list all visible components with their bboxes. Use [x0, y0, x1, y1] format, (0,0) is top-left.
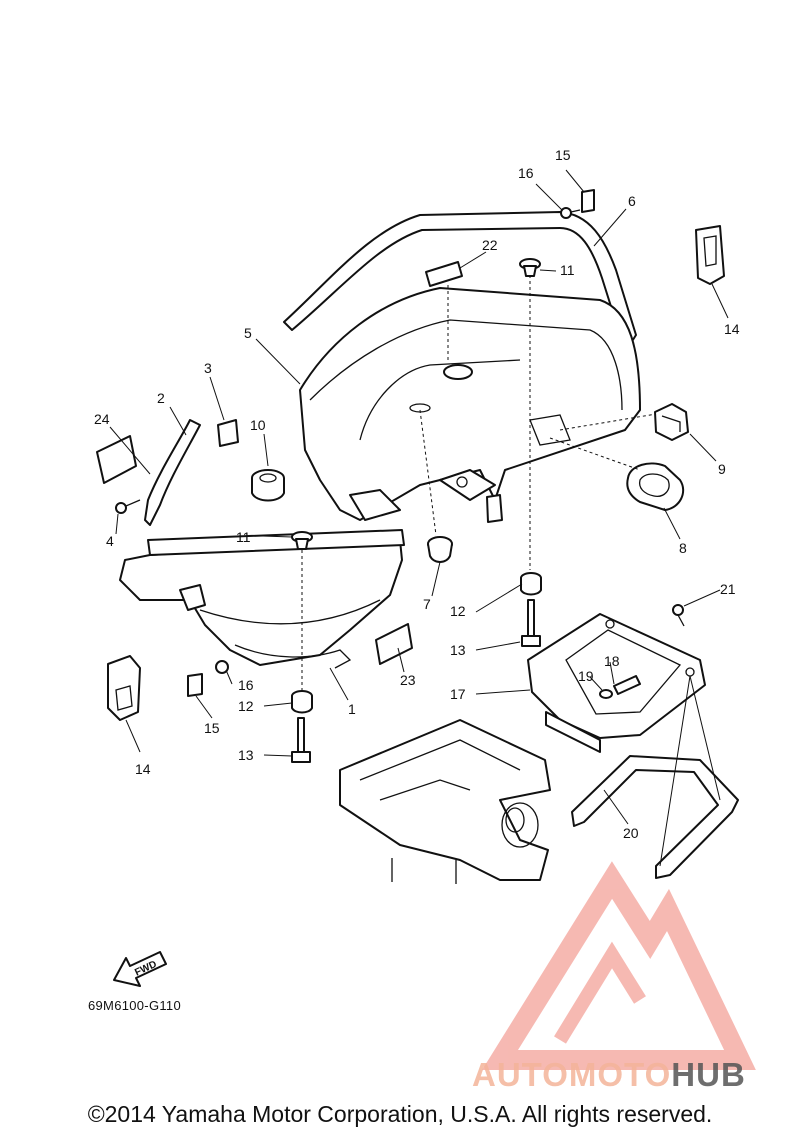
- callout-12-left: 12: [238, 698, 254, 714]
- watermark-text-part2: HUB: [671, 1056, 746, 1093]
- callout-16-right: 16: [518, 165, 534, 181]
- callout-14-right: 14: [724, 321, 740, 337]
- callout-15-right: 15: [555, 147, 571, 163]
- callout-19: 19: [578, 668, 594, 684]
- part-8-seal: [626, 462, 685, 511]
- part-15-clip-right: [581, 189, 595, 213]
- part-9-seal: [654, 403, 689, 441]
- callout-11-left: 11: [236, 529, 251, 545]
- part-5-cowling-shell: [299, 287, 641, 523]
- part-22-decal: [425, 261, 463, 287]
- diagram-code: 69M6100-G110: [88, 998, 181, 1013]
- part-15-clip-left: [187, 673, 203, 697]
- part-1-lower-cowling: [119, 539, 403, 669]
- part-13-bolt-right: [521, 599, 541, 647]
- callout-23: 23: [400, 672, 416, 688]
- callout-24: 24: [94, 411, 110, 427]
- callout-1: 1: [348, 701, 356, 717]
- part-18-bolt: [613, 675, 641, 695]
- part-4-screw: [115, 499, 141, 514]
- part-24-decal: [96, 435, 137, 484]
- part-7-grommet: [427, 536, 453, 563]
- watermark-text-part1: AUTOMOTO: [472, 1056, 672, 1093]
- leader-lines: [109, 169, 729, 825]
- part-10-grommet: [251, 469, 285, 502]
- part-19-washer: [599, 689, 613, 699]
- part-3-clip: [209, 376, 239, 447]
- part-17-plate: [527, 613, 706, 753]
- part-2-front-seal: [144, 419, 405, 556]
- part-12-mount-left: [291, 690, 313, 714]
- fwd-arrow-icon: FWD: [113, 951, 167, 987]
- engine-mount-base: [339, 719, 551, 884]
- part-14-hook-right: [695, 225, 725, 285]
- watermark-text: AUTOMOTOHUB: [472, 1056, 746, 1094]
- part-20-bracket: [571, 755, 739, 879]
- callout-22: 22: [482, 237, 498, 253]
- copyright-notice: ©2014 Yamaha Motor Corporation, U.S.A. A…: [87, 1101, 713, 1127]
- callout-4: 4: [106, 533, 114, 549]
- part-13-bolt-left: [291, 717, 311, 763]
- callout-13-left: 13: [238, 747, 254, 763]
- callout-12-right: 12: [450, 603, 466, 619]
- callout-11-top: 11: [560, 262, 575, 278]
- callout-7: 7: [423, 596, 431, 612]
- callout-labels: 1 2 3 4 5 6 7 8 9 10 11 11 12 12 13 13 1…: [94, 147, 740, 841]
- callout-20: 20: [623, 825, 639, 841]
- callout-16-left: 16: [238, 677, 254, 693]
- callout-3: 3: [204, 360, 212, 376]
- part-11-bolt-top: [519, 258, 541, 277]
- callout-18: 18: [604, 653, 620, 669]
- callout-9: 9: [718, 461, 726, 477]
- callout-17: 17: [450, 686, 466, 702]
- watermark-logo: [482, 861, 756, 1070]
- callout-10: 10: [250, 417, 266, 433]
- part-14-hook-left: [107, 655, 141, 721]
- part-12-mount-right: [520, 572, 542, 596]
- part-16-screw-left: [215, 660, 229, 674]
- part-23-decal: [375, 623, 413, 665]
- callout-13-right: 13: [450, 642, 466, 658]
- callout-21: 21: [720, 581, 736, 597]
- callout-2: 2: [157, 390, 165, 406]
- callout-14-left: 14: [135, 761, 151, 777]
- callout-6: 6: [628, 193, 636, 209]
- callout-15-left: 15: [204, 720, 220, 736]
- callout-8: 8: [679, 540, 687, 556]
- callout-5: 5: [244, 325, 252, 341]
- part-16-screw-right: [560, 207, 581, 219]
- alignment-lines: [301, 275, 721, 867]
- part-21-screw: [672, 604, 685, 627]
